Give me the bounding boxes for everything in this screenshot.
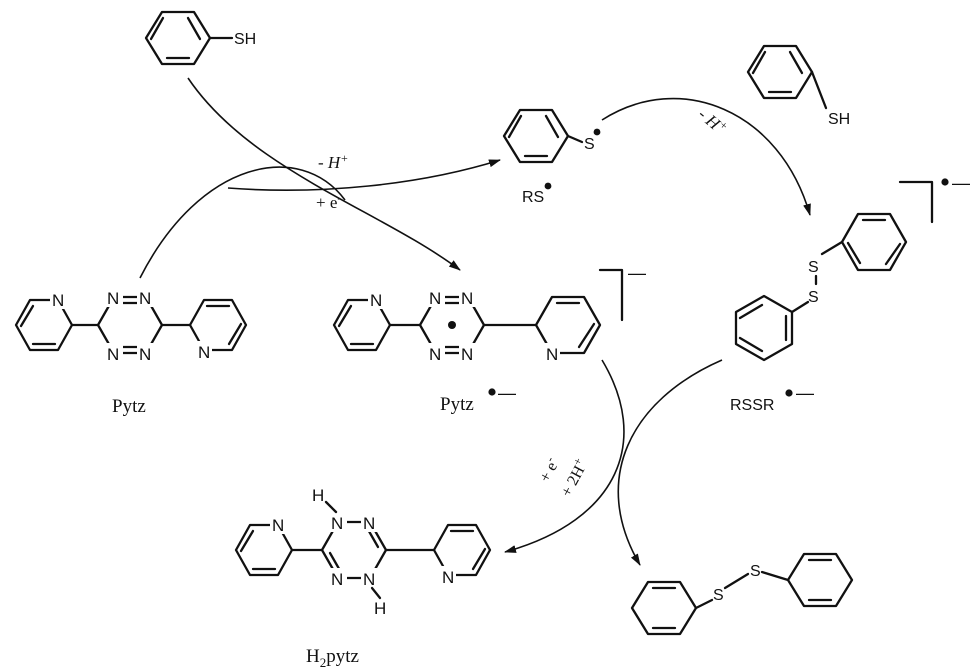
pytz-label-radical-dot	[488, 388, 496, 396]
rssr-label-charge: —	[796, 383, 814, 403]
pytz-radical-ring-n-1: N	[429, 289, 441, 308]
disulfide-s-atom-1: S	[713, 587, 724, 604]
thiyl-radical: S RS	[502, 108, 601, 206]
rssr-bracket-radical-dot	[941, 178, 949, 186]
h2pytz-ring-n-2: N	[363, 514, 375, 533]
pytz-ring-n-4: N	[139, 345, 151, 364]
arrow-pytz-up	[139, 166, 346, 279]
pytz-radical-left-pyridine-n: N	[370, 291, 382, 310]
h2pytz-h-atom-2: H	[374, 599, 386, 618]
h2pytz-right-pyridine-n: N	[442, 568, 454, 587]
pytz-molecule: N N N N N N Pytz	[14, 287, 248, 417]
h2pytz-ring-n-1: N	[331, 514, 343, 533]
arrow-rssr-to-disulfide	[617, 359, 723, 566]
h2pytz-ring-n-3: N	[331, 570, 343, 589]
pytz-radical-right-pyridine-n: N	[546, 345, 558, 364]
arrow-pytz-radical-to-h2pytz	[504, 359, 625, 553]
h2pytz-h-atom-1: H	[312, 486, 324, 505]
arrow-thiophenol-to-pytz-radical	[187, 77, 461, 271]
label-plus-e-top: + e-	[316, 191, 341, 212]
thiophenol-top-sh-label: SH	[234, 31, 256, 48]
arrow-to-thiyl-radical	[227, 159, 501, 191]
pytz-radical-charge: —	[498, 383, 516, 403]
pytz-radical-ring-n-4: N	[461, 345, 473, 364]
h2pytz-ring-n-4: N	[363, 570, 375, 589]
arrow-thiyl-to-rssr	[601, 97, 811, 216]
h2pytz-left-pyridine-n: N	[272, 516, 284, 535]
pytz-ring-radical-dot	[448, 321, 456, 329]
rssr-s-atom-2: S	[808, 289, 819, 306]
thiophenol-right-sh-label: SH	[828, 111, 850, 128]
pytz-left-pyridine-n: N	[52, 291, 64, 310]
reaction-arrows	[139, 77, 811, 566]
label-plus-e-bottom: + e-	[533, 454, 563, 485]
pytz-radical-ring-n-2: N	[461, 289, 473, 308]
h2pytz-label: H2pytz	[306, 646, 359, 670]
pytz-label: Pytz	[112, 396, 146, 417]
label-minus-h-right: - H+	[695, 103, 732, 139]
pytz-radical-label: Pytz	[440, 394, 474, 415]
diphenyl-disulfide: S S	[630, 552, 854, 636]
pytz-right-pyridine-n: N	[198, 343, 210, 362]
rssr-bracket-charge: —	[952, 173, 970, 193]
pytz-ring-n-1: N	[107, 289, 119, 308]
thiyl-radical-dot	[593, 128, 601, 136]
pytz-radical-bracket-charge: —	[628, 263, 646, 283]
label-minus-h-top: - H+	[318, 151, 348, 172]
thiophenol-top: SH	[144, 10, 256, 66]
thiyl-label-radical-dot	[544, 182, 552, 190]
rssr-label: RSSR	[730, 397, 774, 414]
rssr-label-radical-dot	[785, 389, 793, 397]
disulfide-s-atom-2: S	[750, 563, 761, 580]
thiyl-radical-label: RS	[522, 189, 544, 206]
rssr-radical-anion: S S — RSSR —	[730, 173, 970, 414]
pytz-ring-n-2: N	[139, 289, 151, 308]
thiyl-s-atom: S	[584, 136, 595, 153]
label-plus-2h: + 2H+	[555, 455, 592, 500]
thiophenol-right: SH	[746, 44, 850, 128]
h2pytz-molecule: N N N N N H H N H2pytz	[234, 486, 492, 670]
pytz-radical-anion: N N N N N N — Pytz —	[332, 263, 646, 415]
rssr-s-atom-1: S	[808, 259, 819, 276]
pytz-radical-ring-n-3: N	[429, 345, 441, 364]
pytz-ring-n-3: N	[107, 345, 119, 364]
